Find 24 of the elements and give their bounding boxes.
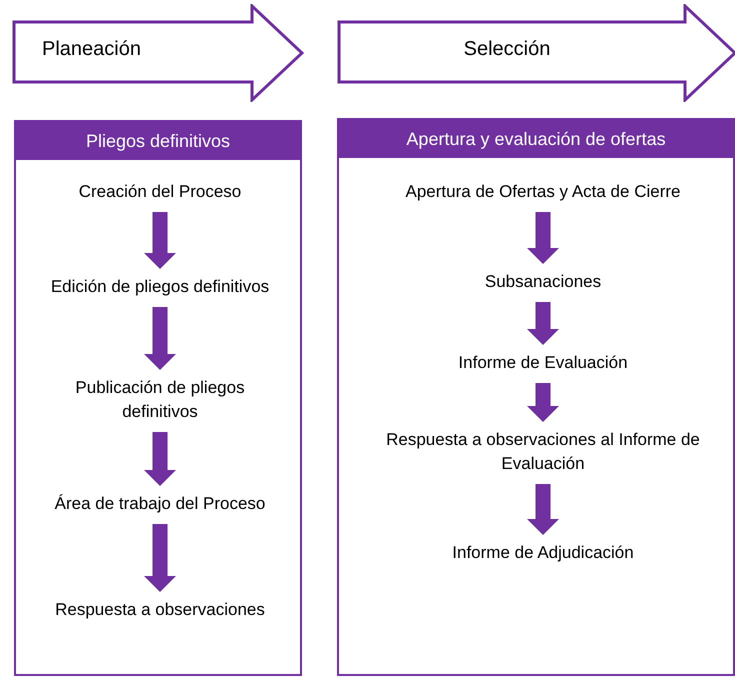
down-arrow [144,432,176,486]
stage-panel [14,120,302,676]
step-text: Apertura de Ofertas y Acta de Cierre [378,180,708,204]
phase-label: Selección [462,38,552,61]
stage-panel [337,118,735,676]
down-arrow [144,212,176,269]
down-arrow [527,383,559,422]
down-arrow [527,484,559,535]
step-text: Publicación de pliegos definitivos [40,376,280,424]
step-text: Área de trabajo del Proceso [40,492,280,516]
step-text: Informe de Adjudicación [378,541,708,565]
panel-header: Pliegos definitivos [16,122,300,160]
panel-header: Apertura y evaluación de ofertas [339,120,733,158]
step-text: Respuesta a observaciones [40,598,280,622]
down-arrow [144,524,176,592]
step-text: Respuesta a observaciones al Informe de Evaluación [378,428,708,476]
step-text: Edición de pliegos definitivos [40,275,280,299]
phase-label: Planeación [42,38,141,61]
down-arrow [527,302,559,345]
down-arrow [144,307,176,370]
step-text: Creación del Proceso [40,180,280,204]
down-arrow [527,212,559,264]
step-text: Informe de Evaluación [378,351,708,375]
step-text: Subsanaciones [378,270,708,294]
